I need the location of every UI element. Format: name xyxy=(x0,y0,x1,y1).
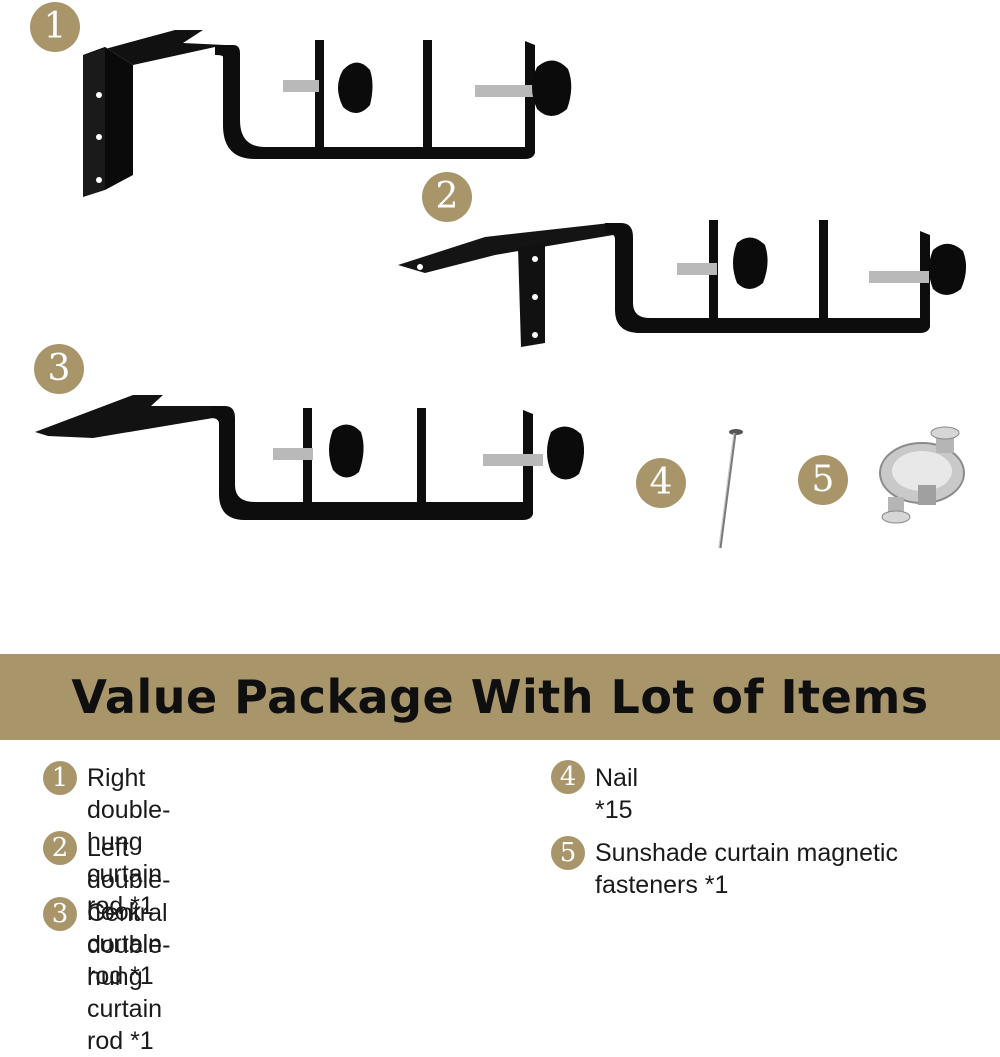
item-badge: 3 xyxy=(43,897,77,931)
right-bracket-image xyxy=(83,30,572,197)
banner-title: Value Package With Lot of Items xyxy=(71,670,929,724)
item-badge: 2 xyxy=(43,831,77,865)
magnetic-fastener-image xyxy=(879,426,965,524)
number-badge-4: 4 xyxy=(636,458,686,508)
number-badge-5: 5 xyxy=(798,455,848,505)
item-badge: 5 xyxy=(551,836,585,870)
left-bracket-image xyxy=(398,220,967,347)
item-badge: 4 xyxy=(551,760,585,794)
item-text: Nail *15 xyxy=(595,764,639,824)
item-badge: 1 xyxy=(43,761,77,795)
item-text: Right double-hung curtain rod *1 xyxy=(87,764,171,920)
central-bracket-image xyxy=(35,395,585,520)
number-badge-1: 1 xyxy=(30,2,80,52)
number-badge-3: 3 xyxy=(34,344,84,394)
number-badge-2: 2 xyxy=(422,172,472,222)
item-text: Sunshade curtain magnetic fasteners *1 xyxy=(595,839,898,899)
nail-image xyxy=(718,429,743,549)
title-banner: Value Package With Lot of Items xyxy=(0,654,1000,740)
item-text: Central double-hung curtain rod *1 xyxy=(87,899,171,1055)
